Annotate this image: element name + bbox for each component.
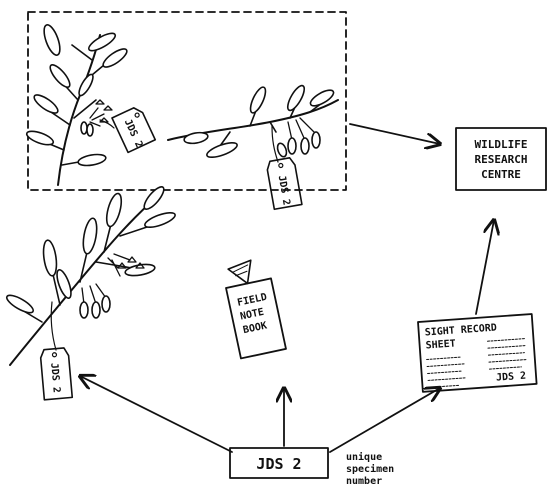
tag-pressed-left: JDS 2: [111, 107, 157, 154]
pressed-specimens-box: [27, 11, 347, 191]
arrows: [80, 123, 494, 453]
sheet-title-line-1: SIGHT RECORD: [424, 323, 497, 339]
source-label: JDS 2: [256, 455, 301, 473]
wildlife-research-centre: WILDLIFE RESEARCH CENTRE: [455, 127, 547, 191]
unique-specimen-label: JDS 2 unique specimen number: [229, 447, 394, 487]
field-note-book: FIELD NOTE BOOK: [225, 259, 287, 360]
arrow-to-fresh-specimen: [80, 376, 233, 453]
pressed-specimen-left: [25, 24, 128, 186]
tag-fresh-label: JDS 2: [48, 362, 62, 393]
notebook-line-1: FIELD: [236, 292, 268, 309]
tag-fresh: JDS 2: [39, 347, 74, 401]
tag-pressed-right-label: JDS 2: [276, 175, 292, 207]
sheet-title-line-2: SHEET: [425, 338, 456, 351]
centre-line-2: RESEARCH: [475, 153, 528, 166]
fresh-specimen: [5, 186, 176, 366]
tag-pressed-right: JDS 2: [266, 157, 303, 211]
arrow-to-sight-sheet: [329, 388, 440, 453]
centre-line-3: CENTRE: [481, 168, 521, 181]
notebook-line-3: BOOK: [242, 320, 268, 336]
pressed-specimen-right: [167, 84, 339, 159]
note-line-3: number: [346, 476, 382, 487]
sheet-id: JDS 2: [496, 371, 527, 384]
notebook-line-2: NOTE: [239, 307, 265, 323]
note-line-2: specimen: [346, 463, 394, 475]
sight-record-sheet: SIGHT RECORD SHEET JDS 2: [417, 313, 538, 393]
centre-line-1: WILDLIFE: [475, 138, 528, 151]
arrow-sheet-to-centre: [475, 220, 494, 315]
arrow-pressed-to-centre: [349, 123, 440, 144]
note-line-1: unique: [346, 451, 382, 463]
